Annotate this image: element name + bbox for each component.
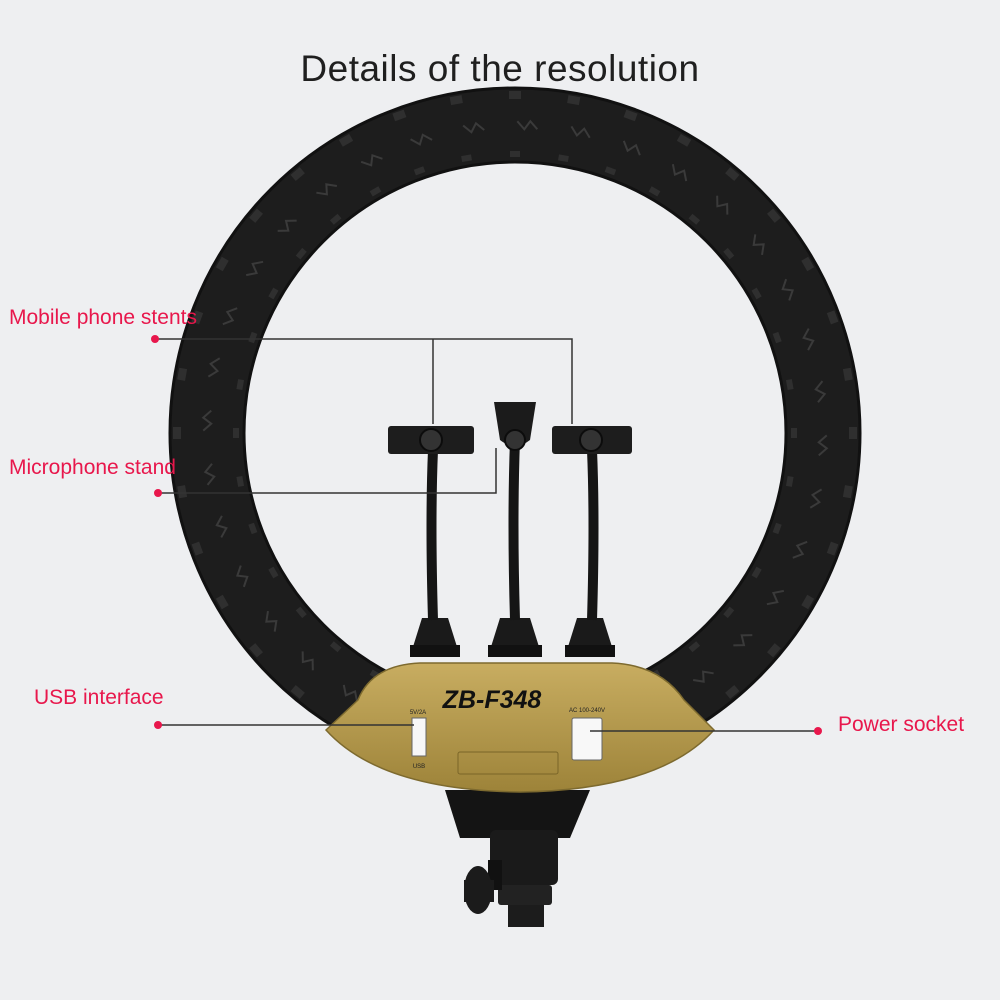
callout-leaders — [155, 338, 818, 732]
model-label: ZB-F348 — [442, 686, 542, 714]
clamp-bases — [410, 618, 615, 657]
phone-clamp-right — [552, 426, 632, 454]
microphone-holder — [494, 402, 536, 451]
power-port — [571, 717, 603, 761]
callout-power-socket: Power socket — [838, 713, 965, 736]
page-title: Details of the resolution — [300, 48, 700, 89]
callout-phone-stents: Mobile phone stents — [9, 306, 197, 329]
usb-spec-top: 5V/2A — [410, 710, 426, 716]
usb-port — [411, 717, 427, 757]
goosenecks — [426, 439, 599, 621]
stand-mount — [445, 790, 590, 927]
phone-clamp-left — [388, 426, 474, 454]
usb-spec-bottom: USB — [413, 764, 425, 770]
callout-dots — [151, 335, 822, 735]
callout-microphone-stand: Microphone stand — [9, 456, 176, 479]
power-spec: AC 100-240V — [569, 708, 605, 714]
callout-usb-interface: USB interface — [34, 686, 164, 709]
control-panel — [324, 662, 716, 793]
